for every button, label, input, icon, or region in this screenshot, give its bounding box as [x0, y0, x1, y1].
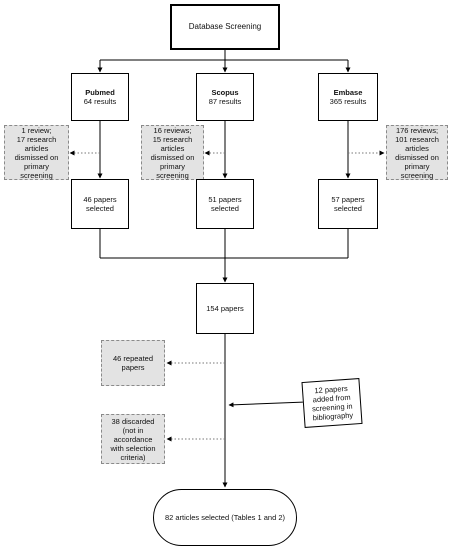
scopus-selected-line: 51 papers: [208, 195, 242, 204]
repeated-line: 46 repeated: [112, 354, 154, 363]
added-papers-box: 12 papers added from screening in biblio…: [301, 378, 363, 428]
embase-dismissed-line: 101 research: [395, 134, 439, 144]
scopus-dismissed-line: screening: [156, 170, 189, 180]
final-articles-box: 82 articles selected (Tables 1 and 2): [153, 489, 297, 546]
embase-dismissed-line: 176 reviews;: [395, 125, 439, 135]
combined-papers-label: 154 papers: [206, 304, 244, 313]
scopus-dismissed-line: primary: [159, 161, 185, 171]
pubmed-dismissed-line: dismissed on: [14, 152, 59, 162]
scopus-selected-line: selected: [211, 204, 239, 213]
scopus-name: Scopus: [211, 88, 239, 97]
embase-selected-line: 57 papers: [331, 195, 365, 204]
final-articles-label: 82 articles selected (Tables 1 and 2): [164, 513, 286, 522]
pubmed-dismissed-line: primary: [23, 161, 49, 171]
scopus-selected-box: 51 papers selected: [196, 179, 254, 229]
combined-papers-box: 154 papers: [196, 283, 254, 334]
embase-box: Embase 365 results: [318, 73, 378, 121]
pubmed-dismissed-line: 1 review;: [21, 125, 52, 135]
repeated-papers-box: 46 repeated papers: [101, 340, 165, 386]
embase-dismissed-line: dismissed on: [395, 152, 439, 162]
pubmed-dismissed-line: 17 research: [16, 134, 57, 144]
scopus-dismissed-line: articles: [160, 143, 185, 153]
database-screening-box: Database Screening: [170, 4, 280, 50]
repeated-line: papers: [121, 363, 145, 372]
arrow-added: [228, 401, 307, 408]
added-line: bibliography: [312, 410, 354, 423]
discarded-box: 38 discarded (not in accordance with sel…: [101, 414, 165, 464]
embase-dismissed-box: 176 reviews; 101 research articles dismi…: [386, 125, 448, 180]
scopus-results: 87 results: [208, 97, 242, 106]
embase-selected-box: 57 papers selected: [318, 179, 378, 229]
pubmed-box: Pubmed 64 results: [71, 73, 129, 121]
discarded-line: with selection: [110, 443, 156, 453]
discarded-line: 38 discarded: [111, 416, 155, 426]
pubmed-dismissed-box: 1 review; 17 research articles dismissed…: [4, 125, 69, 180]
embase-results: 365 results: [329, 97, 367, 106]
scopus-box: Scopus 87 results: [196, 73, 254, 121]
discarded-line: (not in: [122, 425, 144, 435]
pubmed-dismissed-line: screening: [20, 170, 53, 180]
discarded-line: accordance: [113, 434, 153, 444]
pubmed-name: Pubmed: [85, 88, 115, 97]
pubmed-selected-line: 46 papers: [83, 195, 117, 204]
embase-name: Embase: [333, 88, 363, 97]
scopus-dismissed-box: 16 reviews; 15 research articles dismiss…: [141, 125, 204, 180]
embase-dismissed-line: screening: [400, 170, 434, 180]
pubmed-selected-box: 46 papers selected: [71, 179, 129, 229]
embase-selected-line: selected: [334, 204, 362, 213]
database-screening-label: Database Screening: [188, 22, 262, 32]
scopus-dismissed-line: 15 research: [152, 134, 193, 144]
embase-dismissed-line: primary: [404, 161, 430, 171]
scopus-dismissed-line: dismissed on: [150, 152, 195, 162]
scopus-dismissed-line: 16 reviews;: [153, 125, 192, 135]
pubmed-dismissed-line: articles: [24, 143, 49, 153]
discarded-line: criteria): [120, 452, 146, 462]
pubmed-results: 64 results: [83, 97, 117, 106]
pubmed-selected-line: selected: [86, 204, 114, 213]
embase-dismissed-line: articles: [405, 143, 429, 153]
